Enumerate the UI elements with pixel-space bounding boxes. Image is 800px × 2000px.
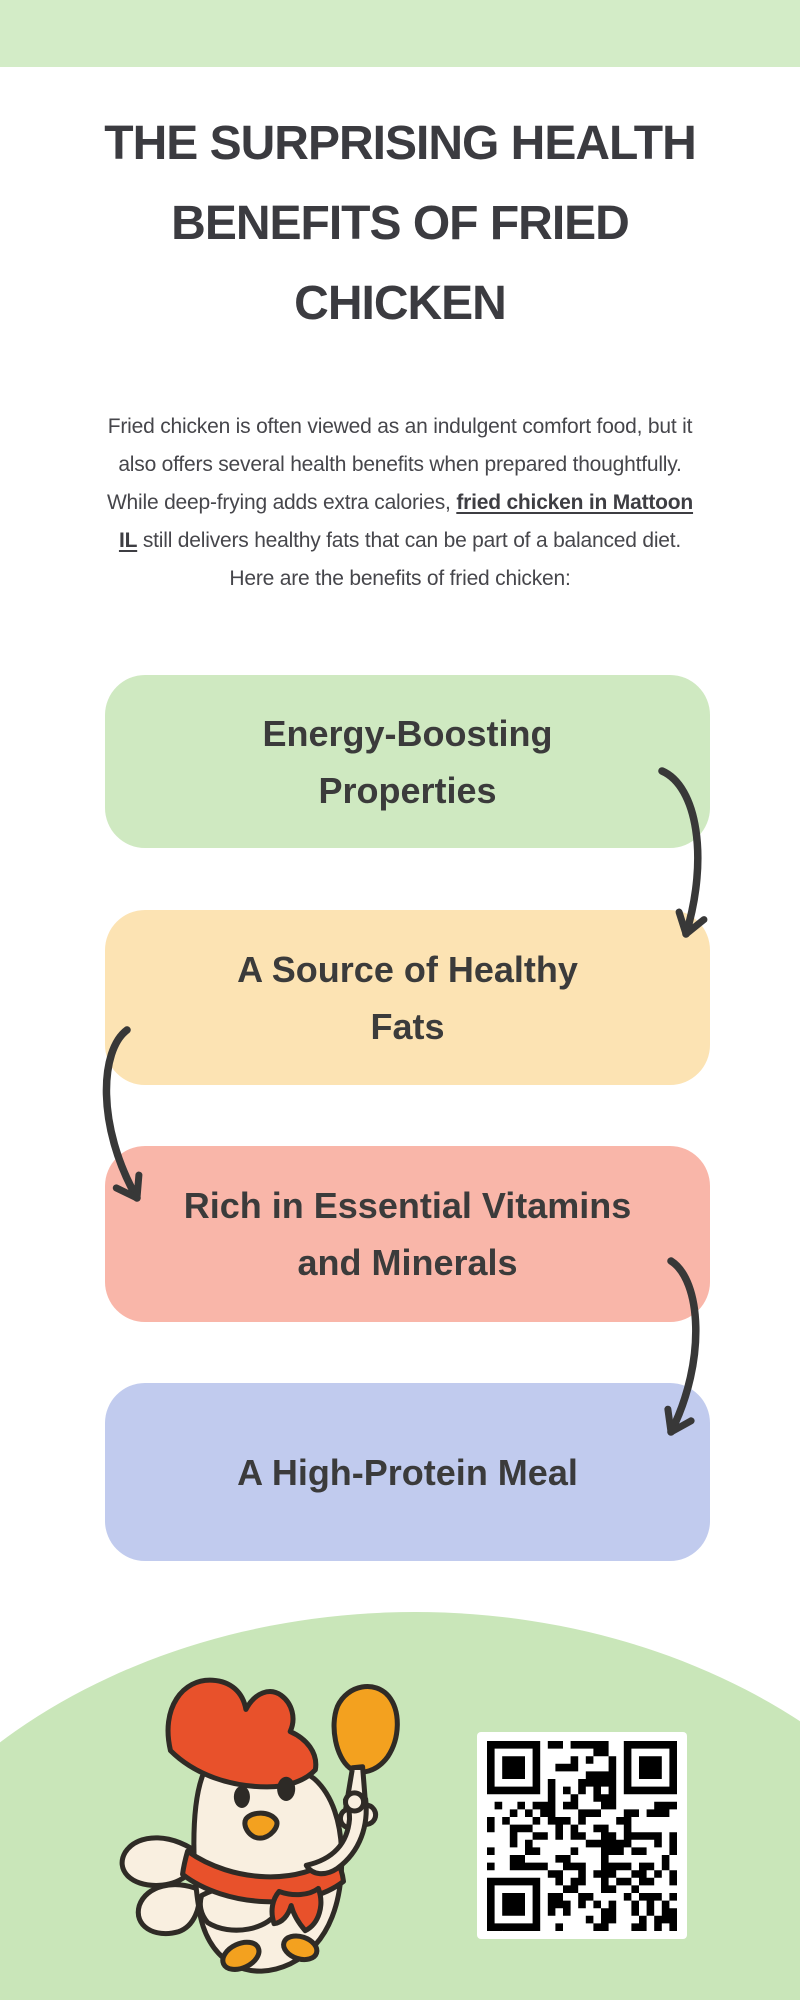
mattoon-link[interactable]: fried chicken in Mattoon xyxy=(456,491,694,514)
intro-text: While deep-frying adds extra calories, xyxy=(106,491,457,514)
title-line: THE SURPRISING HEALTH xyxy=(104,117,696,170)
benefit-card-label: A High-Protein Meal xyxy=(237,1451,578,1493)
intro-line: Here are the benefits of fried chicken: xyxy=(0,560,800,598)
title-line: CHICKEN xyxy=(294,277,507,330)
intro-text: Here are the benefits of fried chicken: xyxy=(229,567,571,590)
benefit-card-label: Rich in Essential Vitamins and Minerals xyxy=(183,1185,632,1283)
intro-line: also offers several health benefits when… xyxy=(0,446,800,484)
mattoon-link[interactable]: IL xyxy=(118,529,138,552)
intro-line: While deep-frying adds extra calories, f… xyxy=(0,484,800,522)
intro-text: Fried chicken is often viewed as an indu… xyxy=(107,415,693,438)
benefit-card-label: Energy-Boosting Properties xyxy=(262,712,553,811)
intro-line: IL still delivers healthy fats that can … xyxy=(0,522,800,560)
intro-paragraph: Fried chicken is often viewed as an indu… xyxy=(0,408,800,598)
qr-code xyxy=(477,1732,687,1939)
chicken-holding-drumstick-icon xyxy=(119,1677,400,1974)
benefit-card-high-protein: A High-Protein Meal xyxy=(105,1383,710,1561)
intro-text: also offers several health benefits when… xyxy=(118,453,682,476)
benefit-card-vitamins-minerals: Rich in Essential Vitamins and Minerals xyxy=(105,1146,710,1322)
benefit-card-healthy-fats: A Source of Healthy Fats xyxy=(105,910,710,1085)
benefit-card-energy: Energy-Boosting Properties xyxy=(105,675,710,848)
title-line: BENEFITS OF FRIED xyxy=(171,197,630,250)
intro-line: Fried chicken is often viewed as an indu… xyxy=(0,408,800,446)
page-title: THE SURPRISING HEALTH BENEFITS OF FRIED … xyxy=(0,104,800,344)
benefit-card-label: A Source of Healthy Fats xyxy=(237,948,578,1047)
top-banner xyxy=(0,0,800,67)
intro-text: still delivers healthy fats that can be … xyxy=(137,529,682,552)
